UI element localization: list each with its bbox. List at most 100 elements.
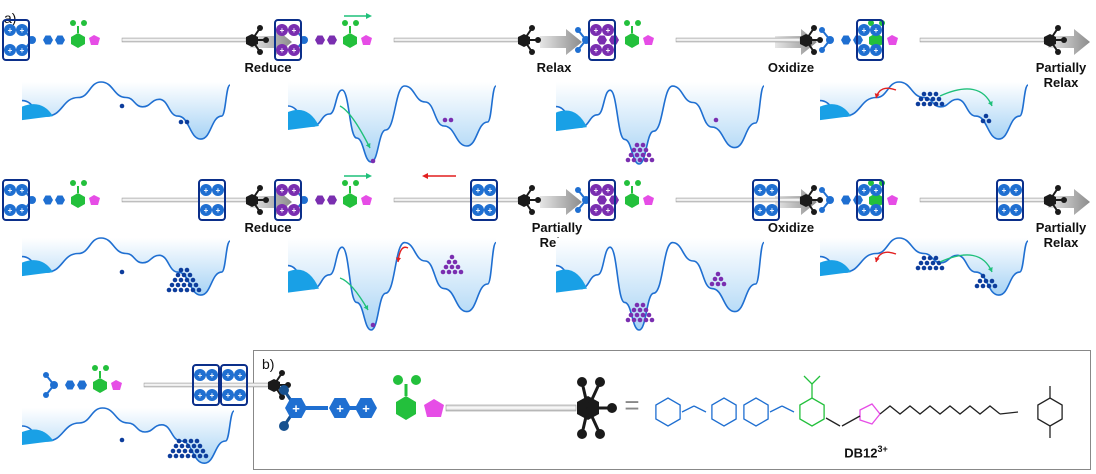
pump-8-magenta-pent: [887, 195, 898, 205]
pump-1-ring-left-unit: [4, 44, 16, 56]
pump-1-ring-left-unit: [16, 24, 28, 36]
landscape-8-well-a-dot: [939, 265, 945, 271]
skel-terminal-aryl: [1037, 397, 1063, 427]
pump-1-green-ball: [70, 20, 76, 26]
step-label-partially-1: Partially Relax: [1030, 60, 1092, 90]
compound-name: DB123+: [836, 442, 896, 460]
pump-9-ring-collect-unit: [234, 369, 246, 381]
skel-pyridinium: [655, 397, 681, 427]
pump-9-black-stopper-ball: [279, 370, 285, 376]
pump-5-green-ball: [70, 180, 76, 186]
pump-3-green-hex: [625, 33, 639, 48]
pump-8-ring-collect-frame: [996, 179, 1024, 221]
step-label-partially-3-line1: Partially: [1035, 220, 1087, 235]
pump-6-ring-left-unit: [276, 204, 288, 216]
pump-9-foot: [43, 372, 49, 378]
landscape-8-well-a-dot: [933, 255, 939, 261]
pump-6-black-stopper-ball: [535, 197, 541, 203]
landscape-6-fill: [288, 238, 496, 330]
landscape-7-well-dot: [649, 317, 655, 323]
landscape-8-well-a-dot: [927, 265, 933, 271]
db12-foot: [279, 421, 289, 431]
pump-2-arrow-green-head: [366, 13, 372, 19]
landscape-9-well-dot: [176, 438, 182, 444]
pump-2-ring-left: ++++: [274, 19, 302, 61]
landscape-3-well-dot: [628, 152, 634, 158]
pump-4-foot: [819, 47, 825, 53]
pump-2-ring-left-plus: +: [292, 46, 297, 55]
landscape-4-fill: [820, 82, 1028, 140]
landscape-5-well-dot: [184, 267, 190, 273]
pump-2-ring-left-unit: [276, 24, 288, 36]
pump-7-ring-collect-unit: [754, 184, 766, 196]
pump-6-ring-collect-frame: [470, 179, 498, 221]
landscape-1: [21, 81, 231, 140]
pump-6-black-stopper-ball: [529, 209, 535, 215]
landscape-4-well-a-dot: [936, 96, 942, 102]
pump-1-green-ball: [81, 20, 87, 26]
db12-magenta-pent: [424, 399, 444, 417]
process-arrow-7: [1048, 189, 1090, 215]
landscape-3-well-dot: [640, 152, 646, 158]
pump-6-ring-left-plus: +: [292, 186, 297, 195]
landscape-7-well-b-dot: [709, 281, 715, 287]
skel-ether: [825, 417, 841, 427]
landscape-6-curve: [287, 241, 497, 331]
pump-3-black-stopper-ball: [811, 25, 817, 31]
landscape-4-well-a-dot: [915, 101, 921, 107]
landscape-4-well-a: [915, 91, 945, 107]
pump-8-green-hex: [869, 193, 883, 208]
db12-stopper-ball: [595, 377, 605, 387]
pump-6-viologen: [315, 195, 325, 205]
db12-link: [350, 406, 356, 410]
pump-4-ring-ox-plus: +: [874, 26, 879, 35]
pump-9-head-unit: [50, 381, 58, 389]
landscape-4-red-arrow-head: [874, 93, 880, 98]
pump-9-ring-collect: ++++: [220, 364, 248, 406]
pump-5-ring-collect-plus: +: [216, 206, 221, 215]
pump-8-ring-collect-plus: +: [1002, 186, 1007, 195]
landscape-1-fill: [22, 82, 230, 140]
landscape-6-well-dot: [449, 254, 455, 260]
equals-sign: =: [624, 390, 640, 420]
pump-8-ring-ox-unit: [870, 184, 882, 196]
pump-5-ring-left-plus: +: [8, 186, 13, 195]
pump-8-ring-collect: ++++: [996, 179, 1024, 221]
pump-4-viologen: [841, 35, 851, 45]
pump-2-green-ball: [342, 20, 348, 26]
landscape-6-green-arrow: [339, 277, 369, 311]
pump-2-black-stopper-ball: [535, 37, 541, 43]
landscape-9-well-dot: [176, 448, 182, 454]
pump-9-viologen: [77, 380, 87, 390]
landscape-4-well-a-dot: [927, 101, 933, 107]
landscape-8-well-b-dot: [980, 273, 986, 279]
landscape-9-well-dot: [179, 453, 185, 459]
pump-7-ring-mid: ++++: [588, 179, 616, 221]
pump-5-ring-left-unit: [4, 204, 16, 216]
pump-7-ring-collect-plus: +: [758, 206, 763, 215]
pump-4-head-unit: [826, 36, 834, 44]
pump-6-green-ball: [342, 180, 348, 186]
pump-8-ring-ox-frame: [856, 179, 884, 221]
pump-7-axle: [675, 197, 801, 203]
pump-8-green-ball: [868, 180, 874, 186]
step-label-partially-1-line1: Partially: [1035, 60, 1087, 75]
landscape-5-well-dot: [178, 287, 184, 293]
pump-3-green-ball: [624, 20, 630, 26]
pump-6-ring-collect-unit: [484, 184, 496, 196]
pump-7-ring-collect-plus: +: [758, 186, 763, 195]
pump-2-ring-left-unit: [276, 44, 288, 56]
landscape-3-well-dot: [643, 157, 649, 163]
pump-7: ++++++++: [575, 179, 823, 221]
panel-a-label: a): [4, 10, 17, 26]
pump-9-ring-collect-plus: +: [210, 391, 215, 400]
landscape-5-reservoir: [22, 260, 53, 277]
db12-cartoon: +++: [279, 375, 617, 439]
pump-3-ring-mid-plus: +: [606, 46, 611, 55]
pump-7-ring-mid-plus: +: [606, 206, 611, 215]
landscape-6-well-dot: [446, 269, 452, 275]
landscape-2-green-arrow: [339, 105, 371, 149]
pump-6-arrow-green-head: [366, 173, 372, 179]
skel-aryl: [799, 397, 825, 427]
landscape-8-green-arrow: [939, 254, 993, 273]
